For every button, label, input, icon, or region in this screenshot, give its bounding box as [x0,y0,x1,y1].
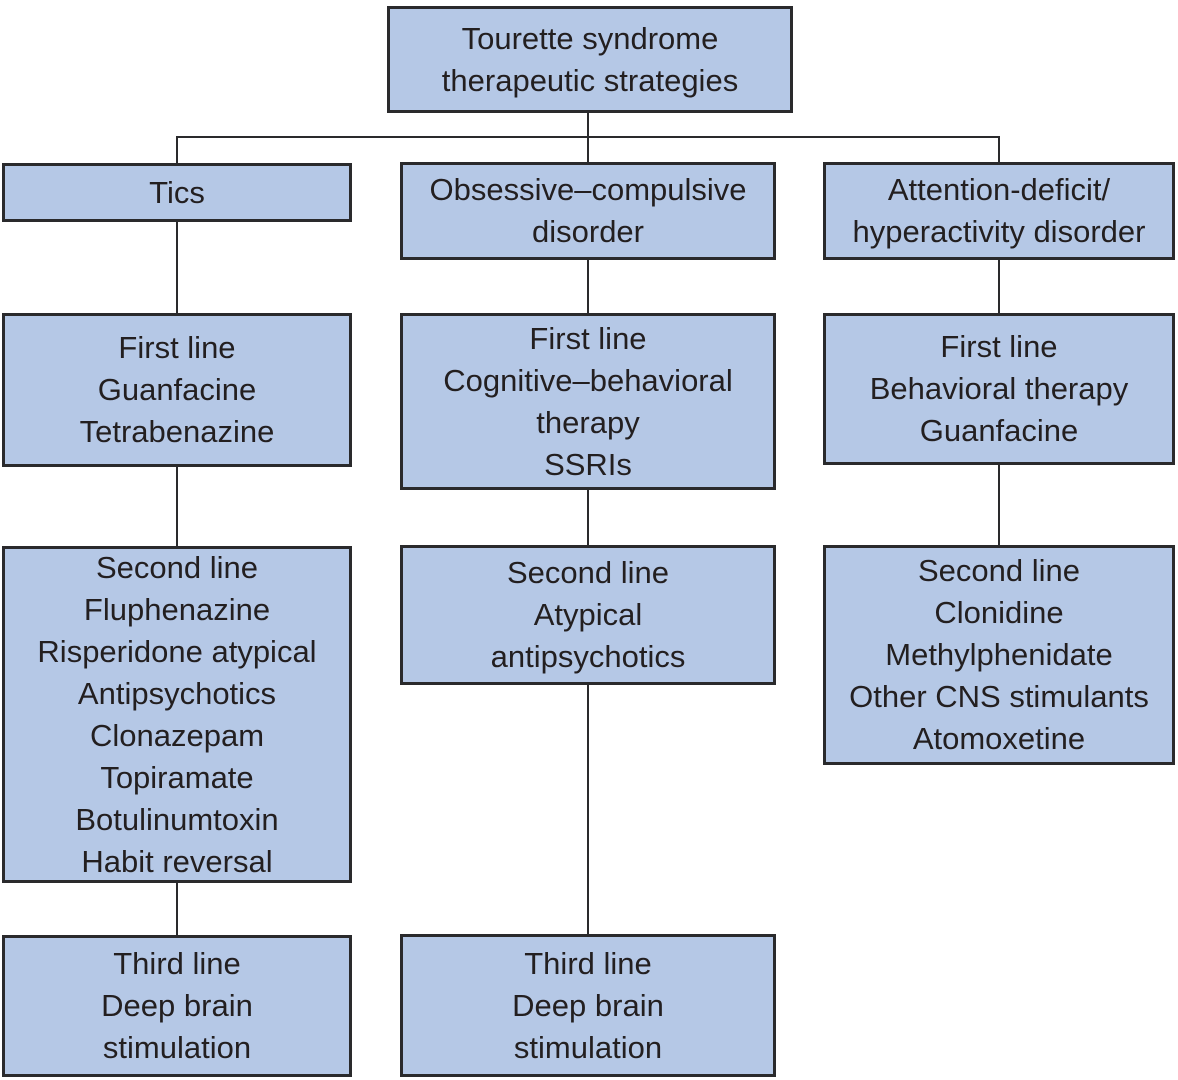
node-line: First line [118,330,236,365]
node-line: Risperidone atypical [37,633,317,669]
node-line: Second line [506,555,669,590]
connector-branch-to-adhd [998,137,1000,162]
node-line: Guanfacine [919,413,1079,448]
node-line: Tourette syndrome [461,20,719,56]
node-ocd-third-line: Third line Deep brain stimulation [400,934,776,1077]
node-ocd-second-line: Second line Atypical antipsychotics [400,545,776,685]
node-line: Methylphenidate [885,637,1113,672]
node-line: Tetrabenazine [79,414,275,449]
connector-ocd-to-first [587,260,589,313]
node-line: Clonidine [934,595,1064,630]
node-line: Third line [113,946,241,981]
node-ocd-header: Obsessive–compulsive disorder [400,162,776,260]
node-adhd-second-line: Second line Clonidine Methylphenidate Ot… [823,545,1175,765]
node-line: Guanfacine [97,372,257,407]
connector-adhd-to-first [998,260,1000,313]
node-root-title: Tourette syndrome therapeutic strategies [387,6,793,113]
connector-tics-first-to-second [176,467,178,546]
node-adhd-first-line: First line Behavioral therapy Guanfacine [823,313,1175,465]
node-line: Botulinumtoxin [75,801,279,837]
node-line: antipsychotics [490,639,686,674]
node-line: Third line [524,945,652,981]
node-line: Habit reversal [81,843,273,879]
node-adhd-header: Attention-deficit/ hyperactivity disorde… [823,162,1175,260]
node-line: therapeutic strategies [441,62,739,98]
node-tics-third-line: Third line Deep brain stimulation [2,935,352,1077]
node-tics-second-line: Second line Fluphenazine Risperidone aty… [2,546,352,883]
node-tics-first-line: First line Guanfacine Tetrabenazine [2,313,352,467]
node-line: Deep brain [512,987,664,1023]
node-tics-header: Tics [2,163,352,222]
connector-ocd-first-to-second [587,490,589,545]
node-line: stimulation [102,1030,252,1065]
connector-branch-horizontal [176,136,1000,138]
node-line: Tics [149,174,205,210]
node-line: therapy [536,404,640,440]
connector-branch-to-tics [176,137,178,163]
node-line: Atomoxetine [912,721,1086,756]
node-line: Second line [95,549,258,585]
node-line: First line [940,329,1058,364]
node-line: Behavioral therapy [869,371,1129,406]
node-line: Fluphenazine [83,591,271,627]
node-line: Cognitive–behavioral [443,362,733,398]
node-line: disorder [532,214,644,249]
node-line: Clonazepam [89,717,265,753]
connector-tics-second-to-third [176,883,178,935]
node-line: Second line [917,553,1080,588]
node-line: Atypical [533,597,643,632]
node-line: Attention-deficit/ [887,172,1111,207]
node-ocd-first-line: First line Cognitive–behavioral therapy … [400,313,776,490]
node-line: Obsessive–compulsive [429,172,747,207]
node-line: Deep brain [101,988,253,1023]
connector-ocd-second-to-third [587,685,589,934]
connector-tics-to-first [176,222,178,313]
node-line: Topiramate [100,759,254,795]
node-line: stimulation [513,1029,663,1065]
node-line: SSRIs [544,446,632,482]
node-line: Antipsychotics [77,675,277,711]
node-line: First line [529,320,647,356]
node-line: Other CNS stimulants [849,679,1149,714]
connector-adhd-first-to-second [998,465,1000,545]
node-line: hyperactivity disorder [852,214,1146,249]
